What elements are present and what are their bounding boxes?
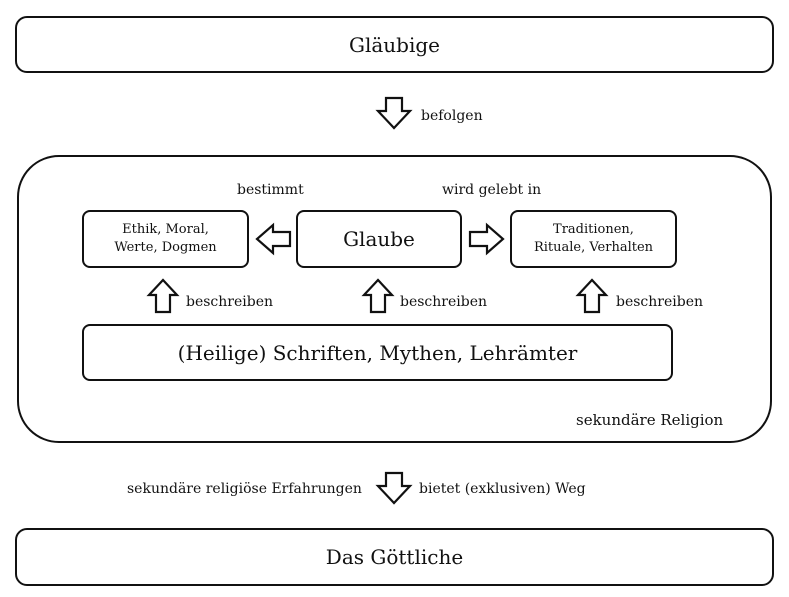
schriften-label: (Heilige) Schriften, Mythen, Lehrämter	[177, 340, 578, 365]
traditionen-box: Traditionen, Rituale, Verhalten	[510, 210, 677, 268]
das-goettliche-label: Das Göttliche	[325, 545, 464, 569]
right-arrow-icon	[468, 222, 505, 256]
glaube-box: Glaube	[296, 210, 462, 268]
ethik-moral-box: Ethik, Moral, Werte, Dogmen	[82, 210, 249, 268]
ethik-moral-line1: Ethik, Moral,	[122, 222, 209, 237]
das-goettliche-box: Das Göttliche	[15, 528, 774, 586]
exklusiver-weg-label: bietet (exklusiven) Weg	[419, 481, 586, 497]
down-arrow-icon	[375, 96, 413, 130]
glaeubige-label: Gläubige	[348, 32, 440, 57]
up-arrow-icon	[575, 278, 609, 314]
sekundaere-erfahrungen-label: sekundäre religiöse Erfahrungen	[127, 481, 362, 497]
up-arrow-icon	[361, 278, 395, 314]
beschreiben-label-center: beschreiben	[400, 294, 488, 310]
befolgen-label: befolgen	[421, 108, 483, 124]
down-arrow-icon	[375, 471, 413, 505]
left-arrow-icon	[255, 222, 292, 256]
schriften-box: (Heilige) Schriften, Mythen, Lehrämter	[82, 324, 673, 381]
ethik-moral-line2: Werte, Dogmen	[114, 240, 217, 255]
sekundaere-religion-caption: sekundäre Religion	[576, 411, 724, 429]
traditionen-line1: Traditionen,	[553, 222, 634, 237]
beschreiben-label-right: beschreiben	[616, 294, 704, 310]
beschreiben-label-left: beschreiben	[186, 294, 274, 310]
traditionen-line2: Rituale, Verhalten	[533, 240, 654, 255]
sekundaere-religion-container	[17, 155, 772, 443]
up-arrow-icon	[146, 278, 180, 314]
bestimmt-label: bestimmt	[237, 182, 304, 198]
wird-gelebt-in-label: wird gelebt in	[442, 182, 542, 198]
glaeubige-box: Gläubige	[15, 16, 774, 73]
glaube-label: Glaube	[343, 227, 415, 251]
